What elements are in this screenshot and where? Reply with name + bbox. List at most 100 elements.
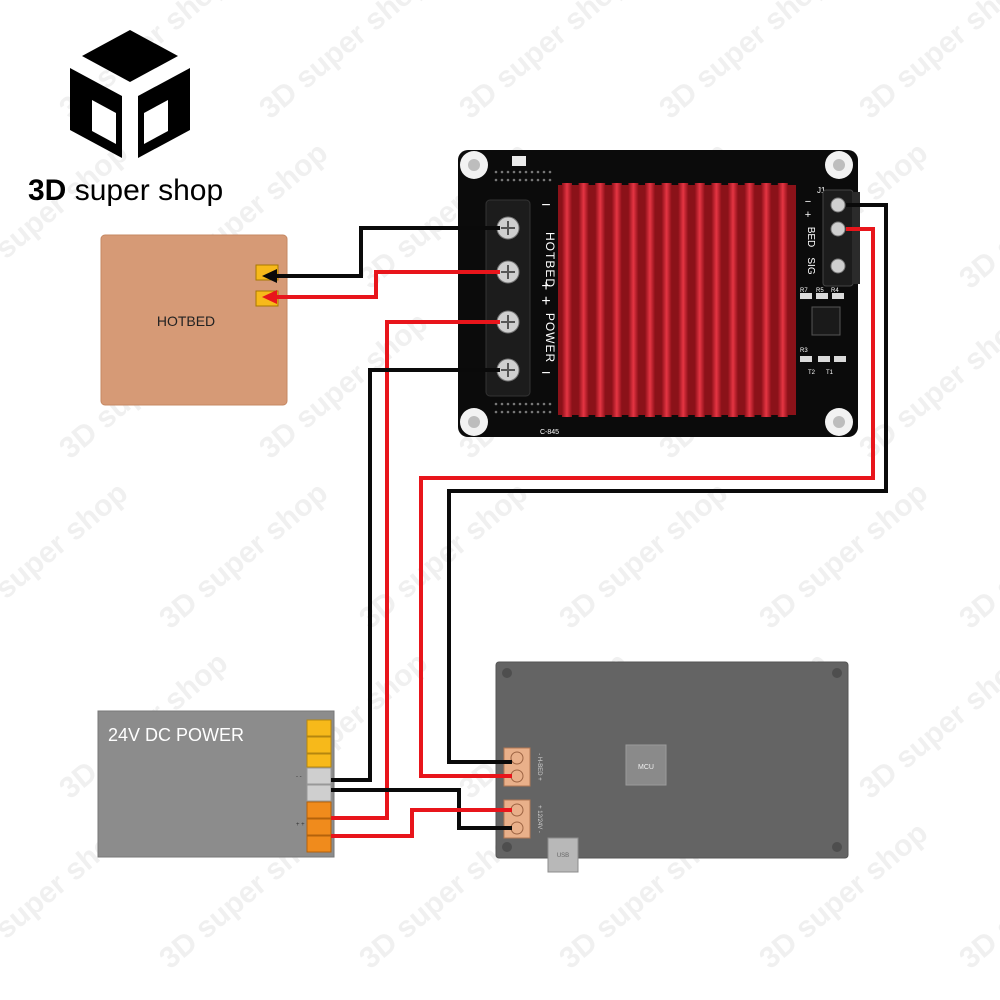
arrow-left-icon: [262, 290, 277, 304]
ac-terminal-1: [306, 719, 332, 737]
watermark-text: 3D super shop: [153, 476, 334, 635]
via-hole: [542, 170, 546, 174]
wire-signal-positive: [419, 227, 875, 778]
brand-logo: 3D super shop: [28, 30, 223, 207]
via-hole: [494, 170, 498, 174]
screw-terminal-2: [496, 260, 520, 284]
wire-power-negative: [331, 368, 500, 782]
arrow-left-icon: [262, 269, 277, 283]
watermark-text: 3D super shop: [853, 646, 1000, 805]
connector-pin-1: [830, 197, 846, 213]
via-hole: [518, 402, 522, 406]
watermark-text: 3D super shop: [853, 306, 1000, 465]
hotbed-label: HOTBED: [157, 313, 215, 329]
power-input-terminal: [503, 799, 531, 839]
via-hole: [518, 170, 522, 174]
silk-t1: T1: [826, 370, 834, 376]
bed-silk-label: BED: [805, 227, 816, 248]
dc-minus-terminal-2: [306, 784, 332, 802]
ic-chip: [811, 306, 841, 336]
via-hole: [530, 402, 534, 406]
wires: [274, 203, 888, 838]
heatsink-fin: [728, 183, 738, 417]
via-hole: [500, 402, 504, 406]
via-hole: [506, 170, 510, 174]
via-hole: [542, 402, 546, 406]
via-hole: [512, 402, 516, 406]
silk-r5: R5: [816, 288, 824, 294]
via-hole: [524, 178, 528, 182]
mosfet-module: − HOTBED + + POWER − C-845 J1 − + BED SI…: [458, 150, 860, 437]
power-hotbed-terminal-block: [485, 199, 531, 397]
via-hole: [506, 178, 510, 182]
signal-bed-connector: [822, 189, 860, 287]
brand-bold: 3D: [28, 174, 66, 207]
via-hole: [536, 178, 540, 182]
watermark-text: 3D super shop: [953, 136, 1000, 295]
bed-plus-sign: +: [805, 209, 811, 221]
power-plus-sign: +: [541, 293, 550, 310]
smd-component: [512, 156, 526, 166]
watermark-text: 3D super shop: [453, 0, 634, 125]
mcu-label: MCU: [638, 764, 654, 771]
heatsink-fin: [777, 183, 788, 417]
module-model-label: C-845: [540, 429, 559, 436]
via-hole: [530, 178, 534, 182]
via-hole: [494, 178, 498, 182]
via-hole: [542, 178, 546, 182]
via-hole: [536, 410, 540, 414]
hbed-silk-label: - H-BED +: [536, 753, 542, 781]
heatsink-fins: [562, 183, 788, 417]
smd-components: [800, 293, 846, 362]
pcb-via-holes: [494, 170, 552, 414]
wire-hotbed-negative: [274, 226, 500, 278]
power-minus-sign: −: [541, 365, 550, 382]
watermark-text: 3D super shop: [0, 476, 134, 635]
screw-terminal-3: [496, 310, 520, 334]
via-hole: [512, 178, 516, 182]
power-silk-label: POWER: [543, 313, 557, 363]
heatsink-fin: [562, 183, 572, 417]
via-hole: [548, 178, 552, 182]
via-hole: [506, 402, 510, 406]
j1-label: J1: [817, 186, 826, 195]
heatsink-fin: [711, 183, 722, 417]
via-hole: [548, 402, 552, 406]
heatsink-fin: [645, 183, 655, 417]
dc-minus-terminal-1: [306, 767, 332, 785]
via-hole: [524, 410, 528, 414]
via-hole: [548, 410, 552, 414]
via-hole: [494, 410, 498, 414]
via-hole: [518, 178, 522, 182]
via-hole: [500, 178, 504, 182]
via-hole: [524, 170, 528, 174]
heatsink-fin: [678, 183, 689, 417]
heatsink-fin: [611, 183, 622, 417]
watermark-text: 3D super shop: [953, 476, 1000, 635]
silk-r7: R7: [800, 288, 808, 294]
heatsink-fin: [744, 183, 755, 417]
via-hole: [506, 410, 510, 414]
silk-r3: R3: [800, 348, 808, 354]
via-hole: [500, 410, 504, 414]
via-hole: [530, 170, 534, 174]
via-hole: [512, 170, 516, 174]
heatsink-fin: [578, 183, 589, 417]
hotbed-minus-sign: −: [541, 197, 550, 214]
mosfet-silkscreen: − HOTBED + + POWER − C-845 J1 − + BED SI…: [540, 186, 839, 436]
via-hole: [542, 410, 546, 414]
dc-plus-terminal-1: [306, 801, 332, 819]
via-hole: [524, 402, 528, 406]
heatsink-fin: [661, 183, 672, 417]
controller-board: MCU USB - H-BED + + 12/24V -: [495, 661, 849, 873]
power-supply-label: 24V DC POWER: [108, 725, 244, 745]
heatsink-fin: [761, 183, 772, 417]
heatsink-fin: [628, 183, 639, 417]
wire-hotbed-positive: [274, 270, 500, 299]
watermark-text: 3D super shop: [853, 0, 1000, 125]
svg-text:+ +: + +: [296, 822, 305, 828]
sig-silk-label: SIG: [805, 257, 816, 274]
watermark-text: 3D super shop: [753, 476, 934, 635]
hotbed-plate: [100, 234, 288, 406]
